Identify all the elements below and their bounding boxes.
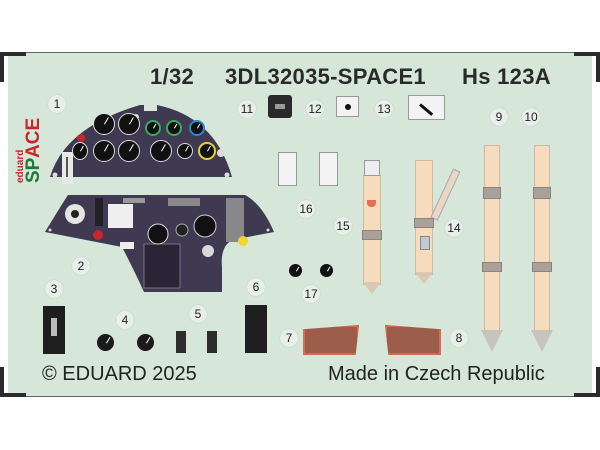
corner-bracket-tl: [0, 52, 26, 56]
part-15-tip: [363, 282, 381, 294]
gauge-icon: [136, 333, 155, 352]
svg-text:eduard: eduard: [15, 150, 26, 183]
gauge-icon: [319, 263, 334, 278]
part-number-2: 2: [72, 257, 90, 275]
gauge-icon: [288, 263, 303, 278]
part-15-top-buckle: [364, 160, 380, 176]
part-12-center-dot: [345, 104, 351, 110]
gauge-icon: [166, 120, 182, 136]
corner-bracket-bl-v: [0, 367, 4, 397]
aircraft-name: Hs 123A: [462, 64, 551, 89]
origin-text: Made in Czech Republic: [328, 363, 545, 385]
part-number-7: 7: [280, 329, 298, 347]
part-number-4: 4: [116, 311, 134, 329]
part-number-6: 6: [247, 278, 265, 296]
gauge-icon: [118, 140, 140, 162]
eduard-space-logo: eduard SP ACE: [10, 95, 44, 185]
gauge-icon: [150, 140, 172, 162]
gauge-icon: [96, 333, 115, 352]
part-number-10: 10: [522, 108, 540, 126]
part-number-15: 15: [334, 217, 352, 235]
part-11-inner-label: [275, 104, 285, 109]
part-2-lower-instrument-panel: [40, 192, 276, 292]
part-number-3: 3: [45, 280, 63, 298]
gauge-icon: [177, 143, 193, 159]
part-5-switch-plate-left: [176, 331, 186, 353]
belt-buckle: [414, 218, 434, 228]
part-5-switch-plate-right: [207, 331, 217, 353]
belt-tip-left: [481, 330, 503, 352]
belt-tip-right: [531, 330, 553, 352]
part-3-inner-placard: [51, 318, 57, 336]
part-14-adjuster: [420, 236, 430, 250]
corner-bracket-br-v: [596, 367, 600, 397]
product-code: 3DL32035-SPACE1: [225, 64, 426, 89]
corner-bracket-tr-v: [596, 52, 600, 82]
gauge-icon: [198, 142, 216, 160]
part-8-seat-pad-right: [385, 325, 441, 355]
corner-bracket-bl: [0, 393, 26, 397]
part-number-12: 12: [306, 100, 324, 118]
gauge-icon: [72, 142, 88, 160]
gauge-icon: [145, 120, 161, 136]
part-14-tip: [415, 272, 433, 284]
corner-bracket-tl-v: [0, 52, 4, 82]
part-6-switch-box: [245, 305, 267, 353]
svg-text:ACE: ACE: [23, 118, 40, 158]
part-15-red-mark: [367, 200, 376, 207]
scale-label: 1/32: [150, 64, 195, 89]
part-number-14: 14: [445, 219, 463, 237]
part-number-16: 16: [297, 200, 315, 218]
belt-buckle: [482, 262, 502, 272]
gauge-icon: [93, 140, 115, 162]
belt-buckle: [533, 187, 551, 199]
gauge-icon: [189, 120, 205, 136]
part-9-shoulder-belt-left: [484, 145, 500, 335]
gauge-icon: [118, 113, 140, 135]
part-number-13: 13: [375, 100, 393, 118]
copyright-text: © EDUARD 2025: [42, 363, 197, 385]
gauge-icon: [93, 113, 115, 135]
svg-text:SP: SP: [23, 157, 40, 183]
part-number-1: 1: [48, 95, 66, 113]
part-number-11: 11: [238, 100, 256, 118]
part-number-8: 8: [450, 329, 468, 347]
belt-buckle: [362, 230, 382, 240]
belt-buckle: [483, 187, 501, 199]
part-number-5: 5: [189, 305, 207, 323]
corner-bracket-br: [574, 393, 600, 397]
part-16-placard-right: [319, 152, 338, 186]
part-number-17: 17: [302, 285, 320, 303]
part-10-shoulder-belt-right: [534, 145, 550, 335]
part-number-9: 9: [490, 108, 508, 126]
part-16-placard-left: [278, 152, 297, 186]
belt-buckle: [532, 262, 552, 272]
part-7-seat-pad-left: [303, 325, 359, 355]
corner-bracket-tr: [574, 52, 600, 56]
